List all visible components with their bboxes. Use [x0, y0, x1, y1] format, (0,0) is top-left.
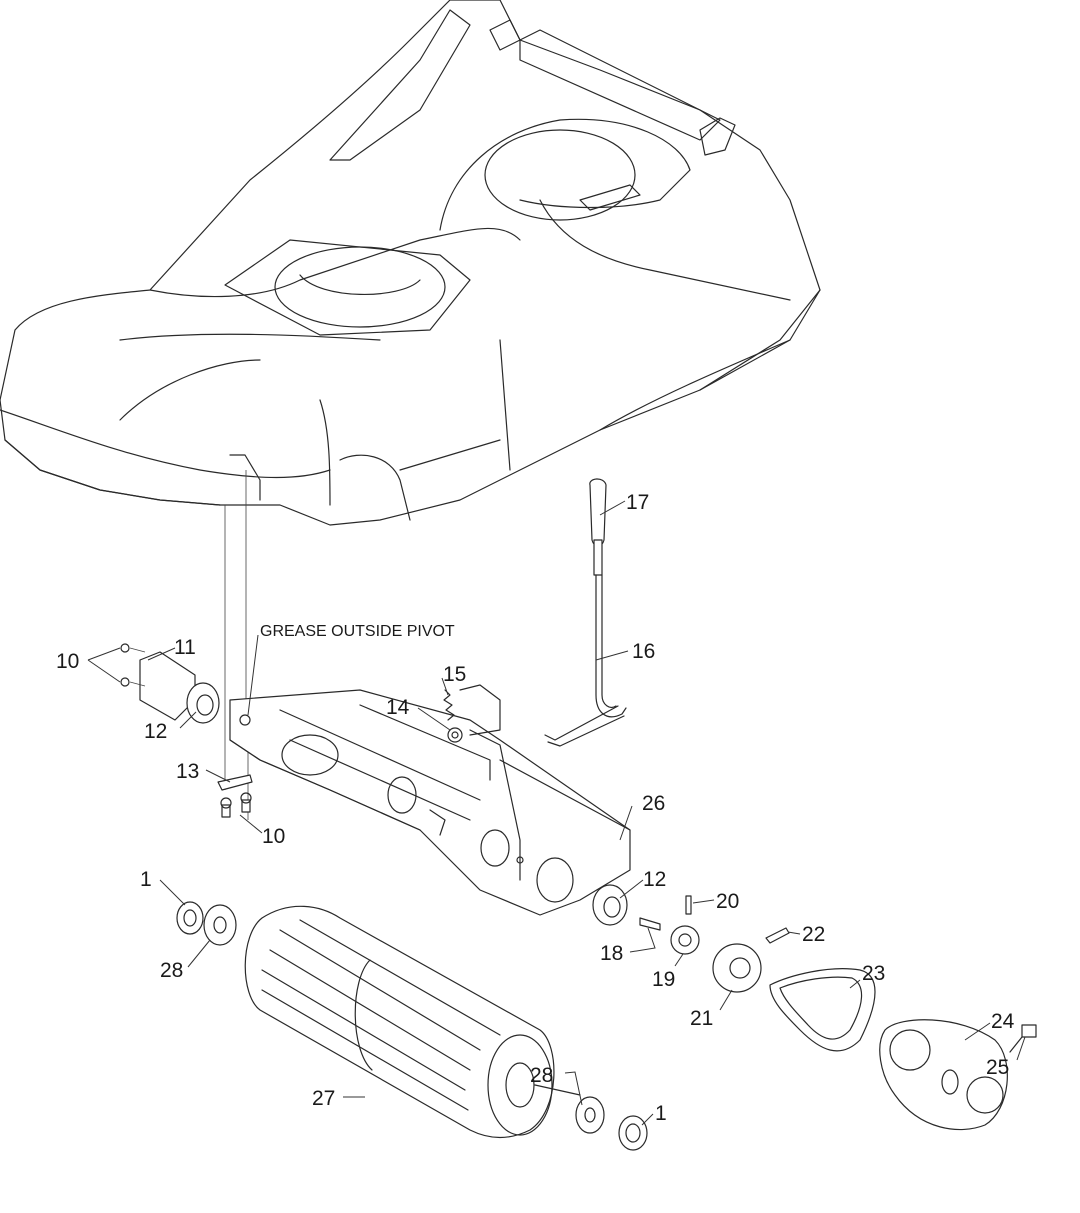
callout-10-top: 10	[56, 650, 79, 673]
roller-frame	[229, 684, 631, 916]
callout-28-left: 28	[160, 959, 183, 982]
callout-28-right: 28	[530, 1064, 553, 1087]
callout-1-right: 1	[655, 1102, 667, 1125]
leader-lines	[87, 500, 1026, 1126]
callout-14: 14	[386, 696, 410, 719]
callout-26: 26	[642, 792, 665, 815]
callout-19: 19	[652, 968, 675, 991]
rear-roller	[176, 901, 648, 1151]
callout-12-left: 12	[144, 720, 167, 743]
callout-16: 16	[632, 640, 655, 663]
guide-lines	[224, 470, 249, 820]
callout-27: 27	[312, 1087, 335, 1110]
height-lever	[544, 478, 627, 747]
drive-parts	[592, 884, 1037, 1131]
callout-13: 13	[176, 760, 199, 783]
callout-22: 22	[802, 923, 825, 946]
grease-note: GREASE OUTSIDE PIVOT	[260, 623, 455, 640]
callout-23: 23	[862, 962, 885, 985]
spring-and-washer	[443, 689, 463, 743]
callout-25: 25	[986, 1056, 1009, 1079]
callout-15: 15	[443, 663, 466, 686]
callout-24: 24	[991, 1010, 1015, 1033]
left-side-parts	[120, 643, 253, 818]
callout-20: 20	[716, 890, 739, 913]
callout-10-bottom: 10	[262, 825, 285, 848]
callout-1-left: 1	[140, 868, 152, 891]
callout-17: 17	[626, 491, 649, 514]
callout-12-right: 12	[643, 868, 666, 891]
callout-18: 18	[600, 942, 623, 965]
callout-21: 21	[690, 1007, 713, 1030]
mower-deck	[0, 0, 821, 526]
callout-11: 11	[174, 636, 196, 659]
